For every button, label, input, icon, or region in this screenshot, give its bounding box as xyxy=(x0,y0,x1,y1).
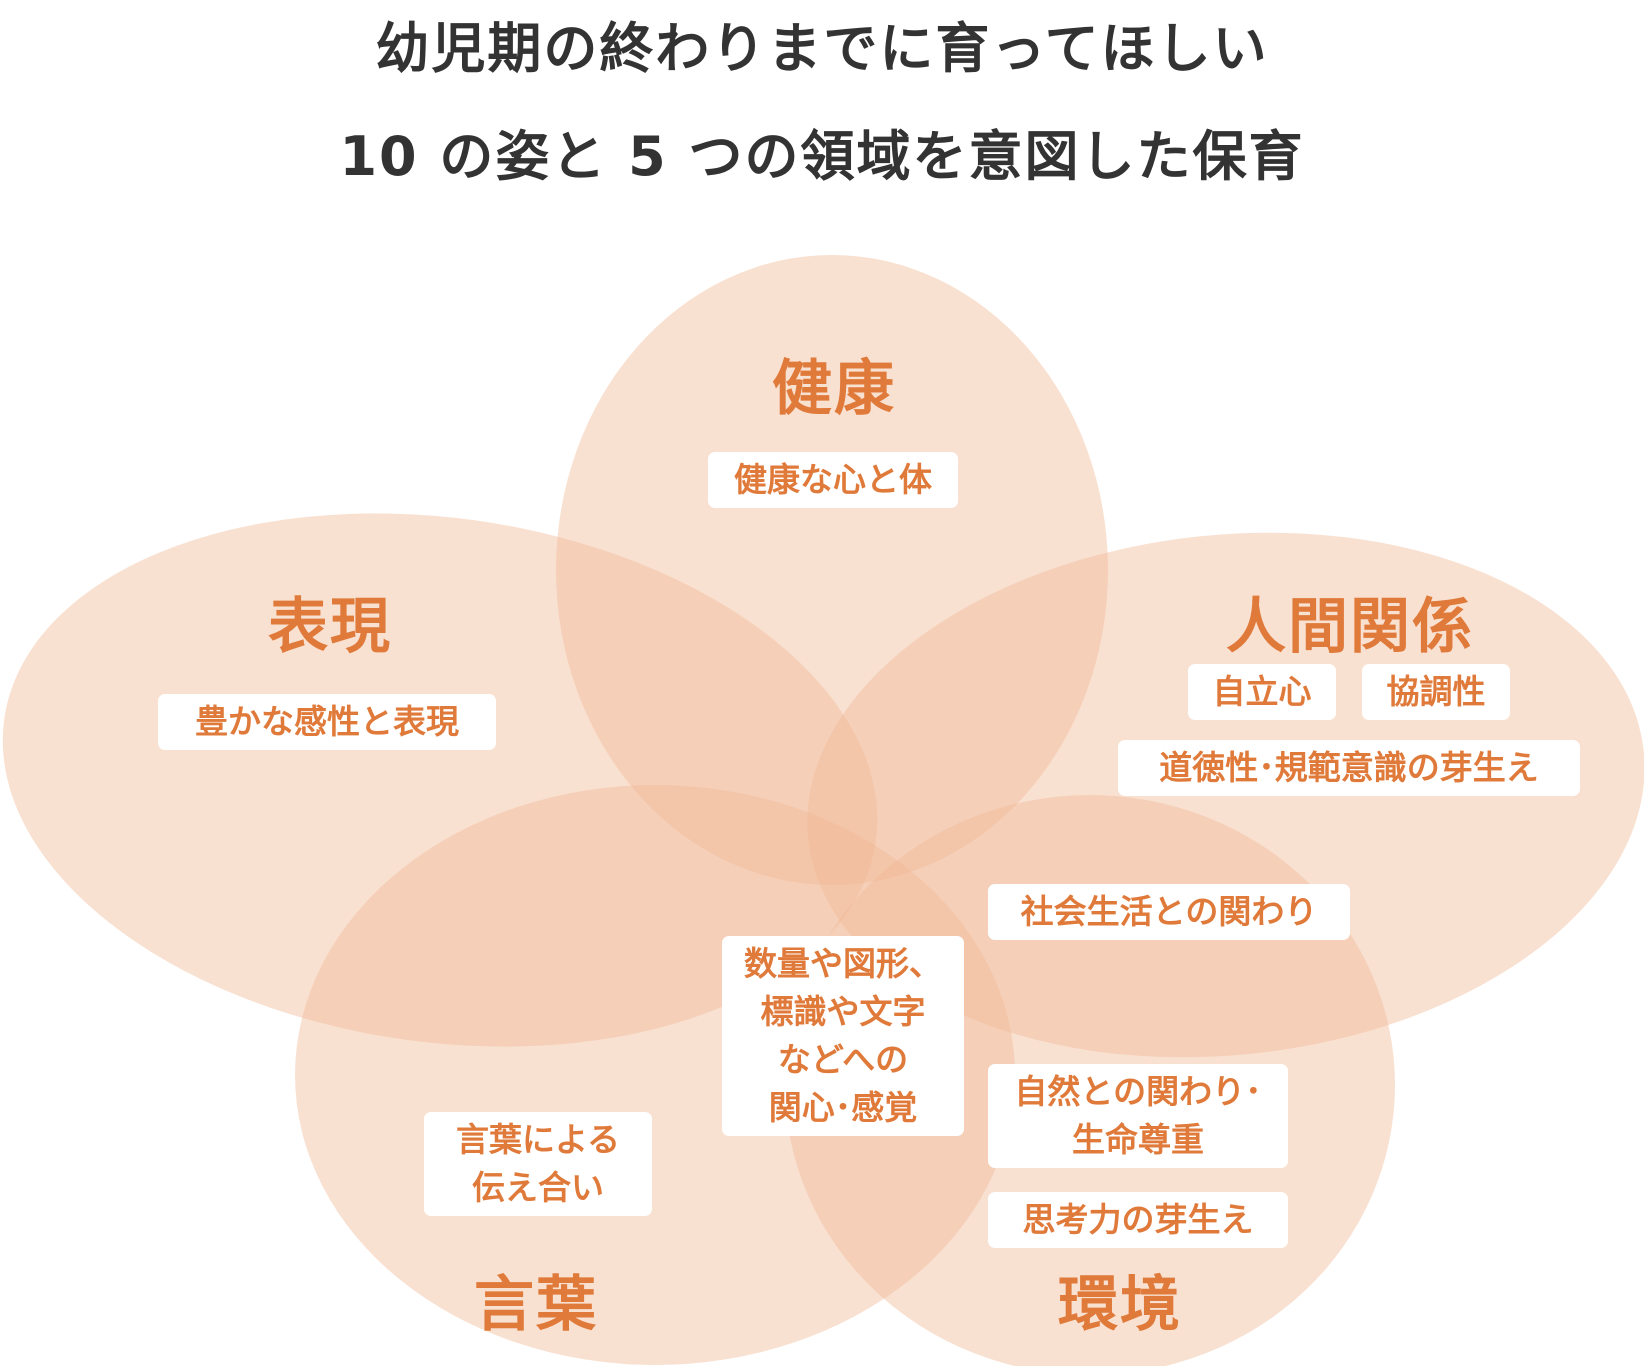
tag-line: 伝え合い xyxy=(472,1168,604,1207)
tag-line: 生命尊重 xyxy=(1072,1120,1204,1159)
area-label-relationships: 人間関係 xyxy=(1226,592,1474,662)
title-line-1: 幼児期の終わりまでに育ってほしい xyxy=(375,17,1269,80)
area-label-environment: 環境 xyxy=(1058,1270,1182,1340)
tag-communication: 言葉による 伝え合い xyxy=(424,1112,652,1216)
tag-numbers-letters: 数量や図形、 標識や文字 などへの 関心･感覚 xyxy=(722,936,964,1136)
tag-sensitivity: 豊かな感性と表現 xyxy=(158,694,496,750)
tag-nature: 自然との関わり･ 生命尊重 xyxy=(988,1064,1288,1168)
tag-line: 数量や図形、 xyxy=(744,944,942,983)
area-label-expression: 表現 xyxy=(268,592,392,662)
tag-thinking: 思考力の芽生え xyxy=(988,1192,1288,1248)
circle-language xyxy=(295,785,1015,1365)
circle-expression xyxy=(2,513,878,1047)
tag-independence: 自立心 xyxy=(1188,664,1336,720)
title-line-2: 10 の姿と 5 つの領域を意図した保育 xyxy=(339,125,1305,188)
tag-line: 自然との関わり･ xyxy=(1014,1072,1262,1111)
tag-social-life: 社会生活との関わり xyxy=(988,884,1350,940)
circle-health xyxy=(556,255,1108,885)
tag-line: 言葉による xyxy=(455,1120,620,1159)
tag-morality: 道徳性･規範意識の芽生え xyxy=(1118,740,1580,796)
tag-line: などへの xyxy=(777,1040,909,1079)
tag-healthy-body: 健康な心と体 xyxy=(708,452,958,508)
area-label-health: 健康 xyxy=(772,354,896,424)
tag-cooperation: 協調性 xyxy=(1362,664,1510,720)
area-label-language: 言葉 xyxy=(474,1270,598,1340)
tag-line: 関心･感覚 xyxy=(768,1088,918,1127)
tag-line: 標識や文字 xyxy=(760,992,926,1031)
